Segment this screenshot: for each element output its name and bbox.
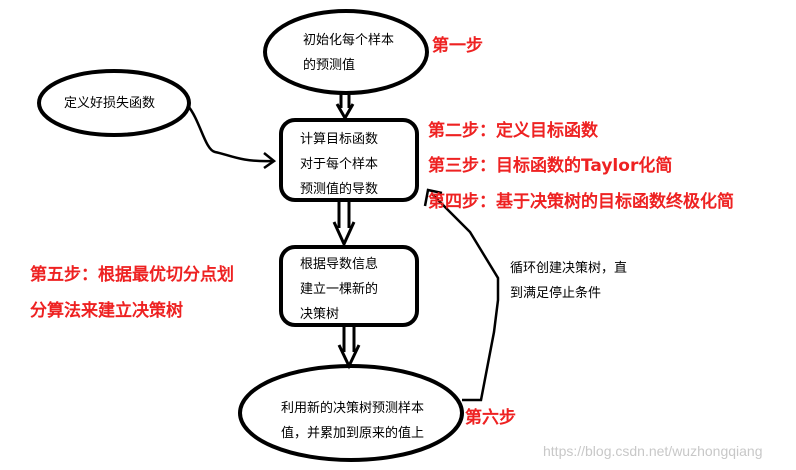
derivative-node-line2: 对于每个样本 [300, 157, 379, 172]
build-tree-node-line2: 建立一棵新的 [300, 282, 379, 297]
loop-note-line2: 到满足停止条件 [510, 286, 602, 301]
build-tree-node-line3: 决策树 [300, 307, 340, 322]
step5-label-line2: 分算法来建立决策树 [30, 301, 183, 321]
arrow-loss-to-derivative [187, 105, 273, 163]
arrow-init-to-derivative [335, 92, 355, 122]
update-node-line2: 值，并累加到原来的值上 [281, 426, 425, 441]
build-tree-node-line1: 根据导数信息 [300, 257, 379, 272]
arrow-build-to-update [337, 325, 361, 370]
update-ellipse [238, 364, 464, 462]
step5-label-line1: 第五步：根据最优切分点划 [30, 265, 234, 285]
step4-label: 第四步：基于决策树的目标函数终极化简 [428, 192, 734, 212]
init-node-line1: 初始化每个样本 [303, 33, 395, 48]
loop-note-line1: 循环创建决策树，直 [510, 261, 628, 276]
init-ellipse [263, 9, 429, 95]
build-tree-box [279, 245, 419, 327]
loop-arrow [431, 193, 500, 402]
step2-label: 第二步：定义目标函数 [428, 121, 598, 141]
step3-label: 第三步：目标函数的Taylor化简 [428, 156, 673, 176]
derivative-node-line1: 计算目标函数 [300, 132, 379, 147]
init-node-line2: 的预测值 [303, 58, 356, 73]
derivative-node-line3: 预测值的导数 [300, 182, 379, 197]
update-node-line1: 利用新的决策树预测样本 [281, 401, 425, 416]
loss-ellipse [37, 69, 191, 137]
arrow-derivative-to-build [332, 200, 356, 248]
loss-node-label: 定义好损失函数 [64, 96, 156, 111]
step6-label: 第六步 [465, 408, 516, 428]
step1-label: 第一步 [432, 36, 483, 56]
watermark: https://blog.csdn.net/wuzhongqiang [543, 443, 763, 459]
